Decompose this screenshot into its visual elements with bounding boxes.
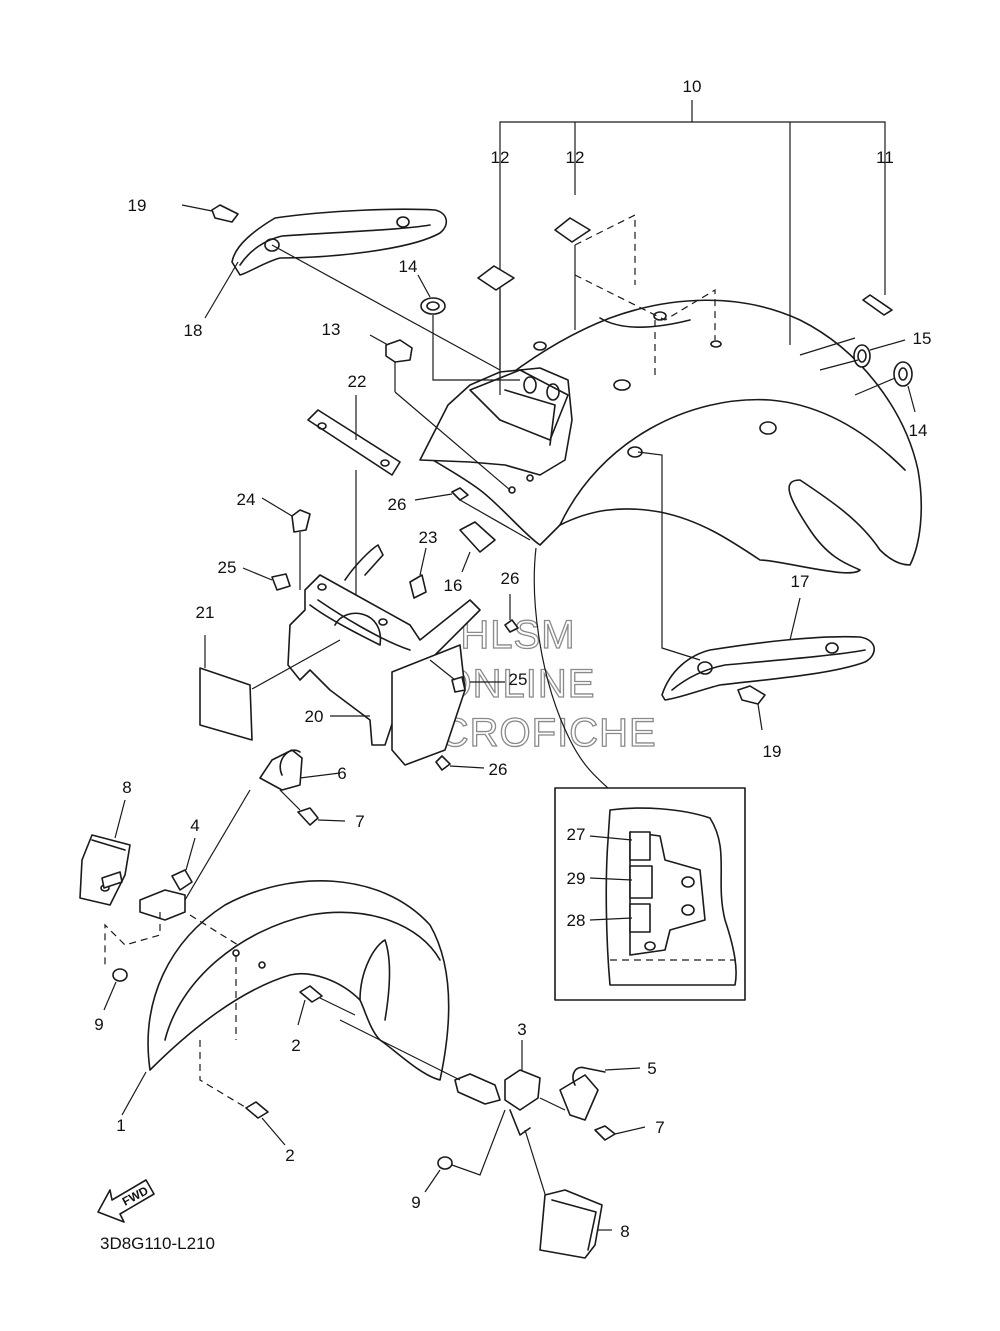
grommet-and-clip <box>369 274 520 491</box>
callout-26: 26 <box>501 569 520 588</box>
callout-1: 1 <box>116 1116 125 1135</box>
callout-11: 11 <box>876 148 894 167</box>
callout-3: 3 <box>517 1020 526 1039</box>
callout-7: 7 <box>355 812 364 831</box>
callout-12: 12 <box>491 148 510 167</box>
callout-6: 6 <box>337 764 346 783</box>
callout-14: 14 <box>909 421 928 440</box>
callout-14: 14 <box>399 257 418 276</box>
callout-18: 18 <box>184 321 203 340</box>
inset-detail <box>554 787 746 1001</box>
license-bracket-small-parts <box>242 395 531 771</box>
left-reflector-assembly <box>79 749 346 1011</box>
callout-2: 2 <box>285 1146 294 1165</box>
right-reflector-assembly <box>424 1040 646 1259</box>
callout-5: 5 <box>647 1059 656 1078</box>
callout-9: 9 <box>411 1193 420 1212</box>
callout-16: 16 <box>444 576 463 595</box>
callout-26: 26 <box>388 495 407 514</box>
diagram-code: 3D8G110-L210 <box>100 1234 215 1253</box>
callout-26: 26 <box>489 760 508 779</box>
callout-13: 13 <box>322 320 341 339</box>
callout-8: 8 <box>620 1222 629 1241</box>
callout-15: 15 <box>913 329 932 348</box>
watermark-line-2: ONLINE <box>441 662 596 706</box>
fwd-arrow-icon: FWD <box>97 1179 155 1223</box>
callout-24: 24 <box>237 490 256 509</box>
watermark-line-1: HLSM <box>460 613 575 657</box>
callout-28: 28 <box>567 911 586 930</box>
callout-27: 27 <box>567 825 586 844</box>
callout-25: 25 <box>509 670 528 689</box>
grab-cover-right <box>637 451 875 731</box>
callout-19: 19 <box>763 742 782 761</box>
callout-21: 21 <box>196 603 215 622</box>
grab-cover-left <box>181 204 501 371</box>
callout-29: 29 <box>567 869 586 888</box>
label-decals <box>477 100 893 395</box>
callout-9: 9 <box>94 1015 103 1034</box>
callouts: 10 12 12 11 19 18 14 13 15 14 22 26 24 2… <box>94 77 931 1241</box>
callout-20: 20 <box>305 707 324 726</box>
rear-fender <box>419 299 923 574</box>
callout-4: 4 <box>190 816 199 835</box>
callout-22: 22 <box>348 372 367 391</box>
callout-8: 8 <box>122 778 131 797</box>
callout-2: 2 <box>291 1036 300 1055</box>
front-fender <box>121 880 450 1116</box>
callout-19: 19 <box>128 196 147 215</box>
callout-10: 10 <box>683 77 702 96</box>
fender-bolts <box>245 985 356 1146</box>
callout-17: 17 <box>791 572 810 591</box>
right-grommets <box>799 337 916 413</box>
callout-25: 25 <box>218 558 237 577</box>
callout-12: 12 <box>566 148 585 167</box>
callout-23: 23 <box>419 528 438 547</box>
callout-7: 7 <box>655 1118 664 1137</box>
license-bracket <box>199 544 505 766</box>
